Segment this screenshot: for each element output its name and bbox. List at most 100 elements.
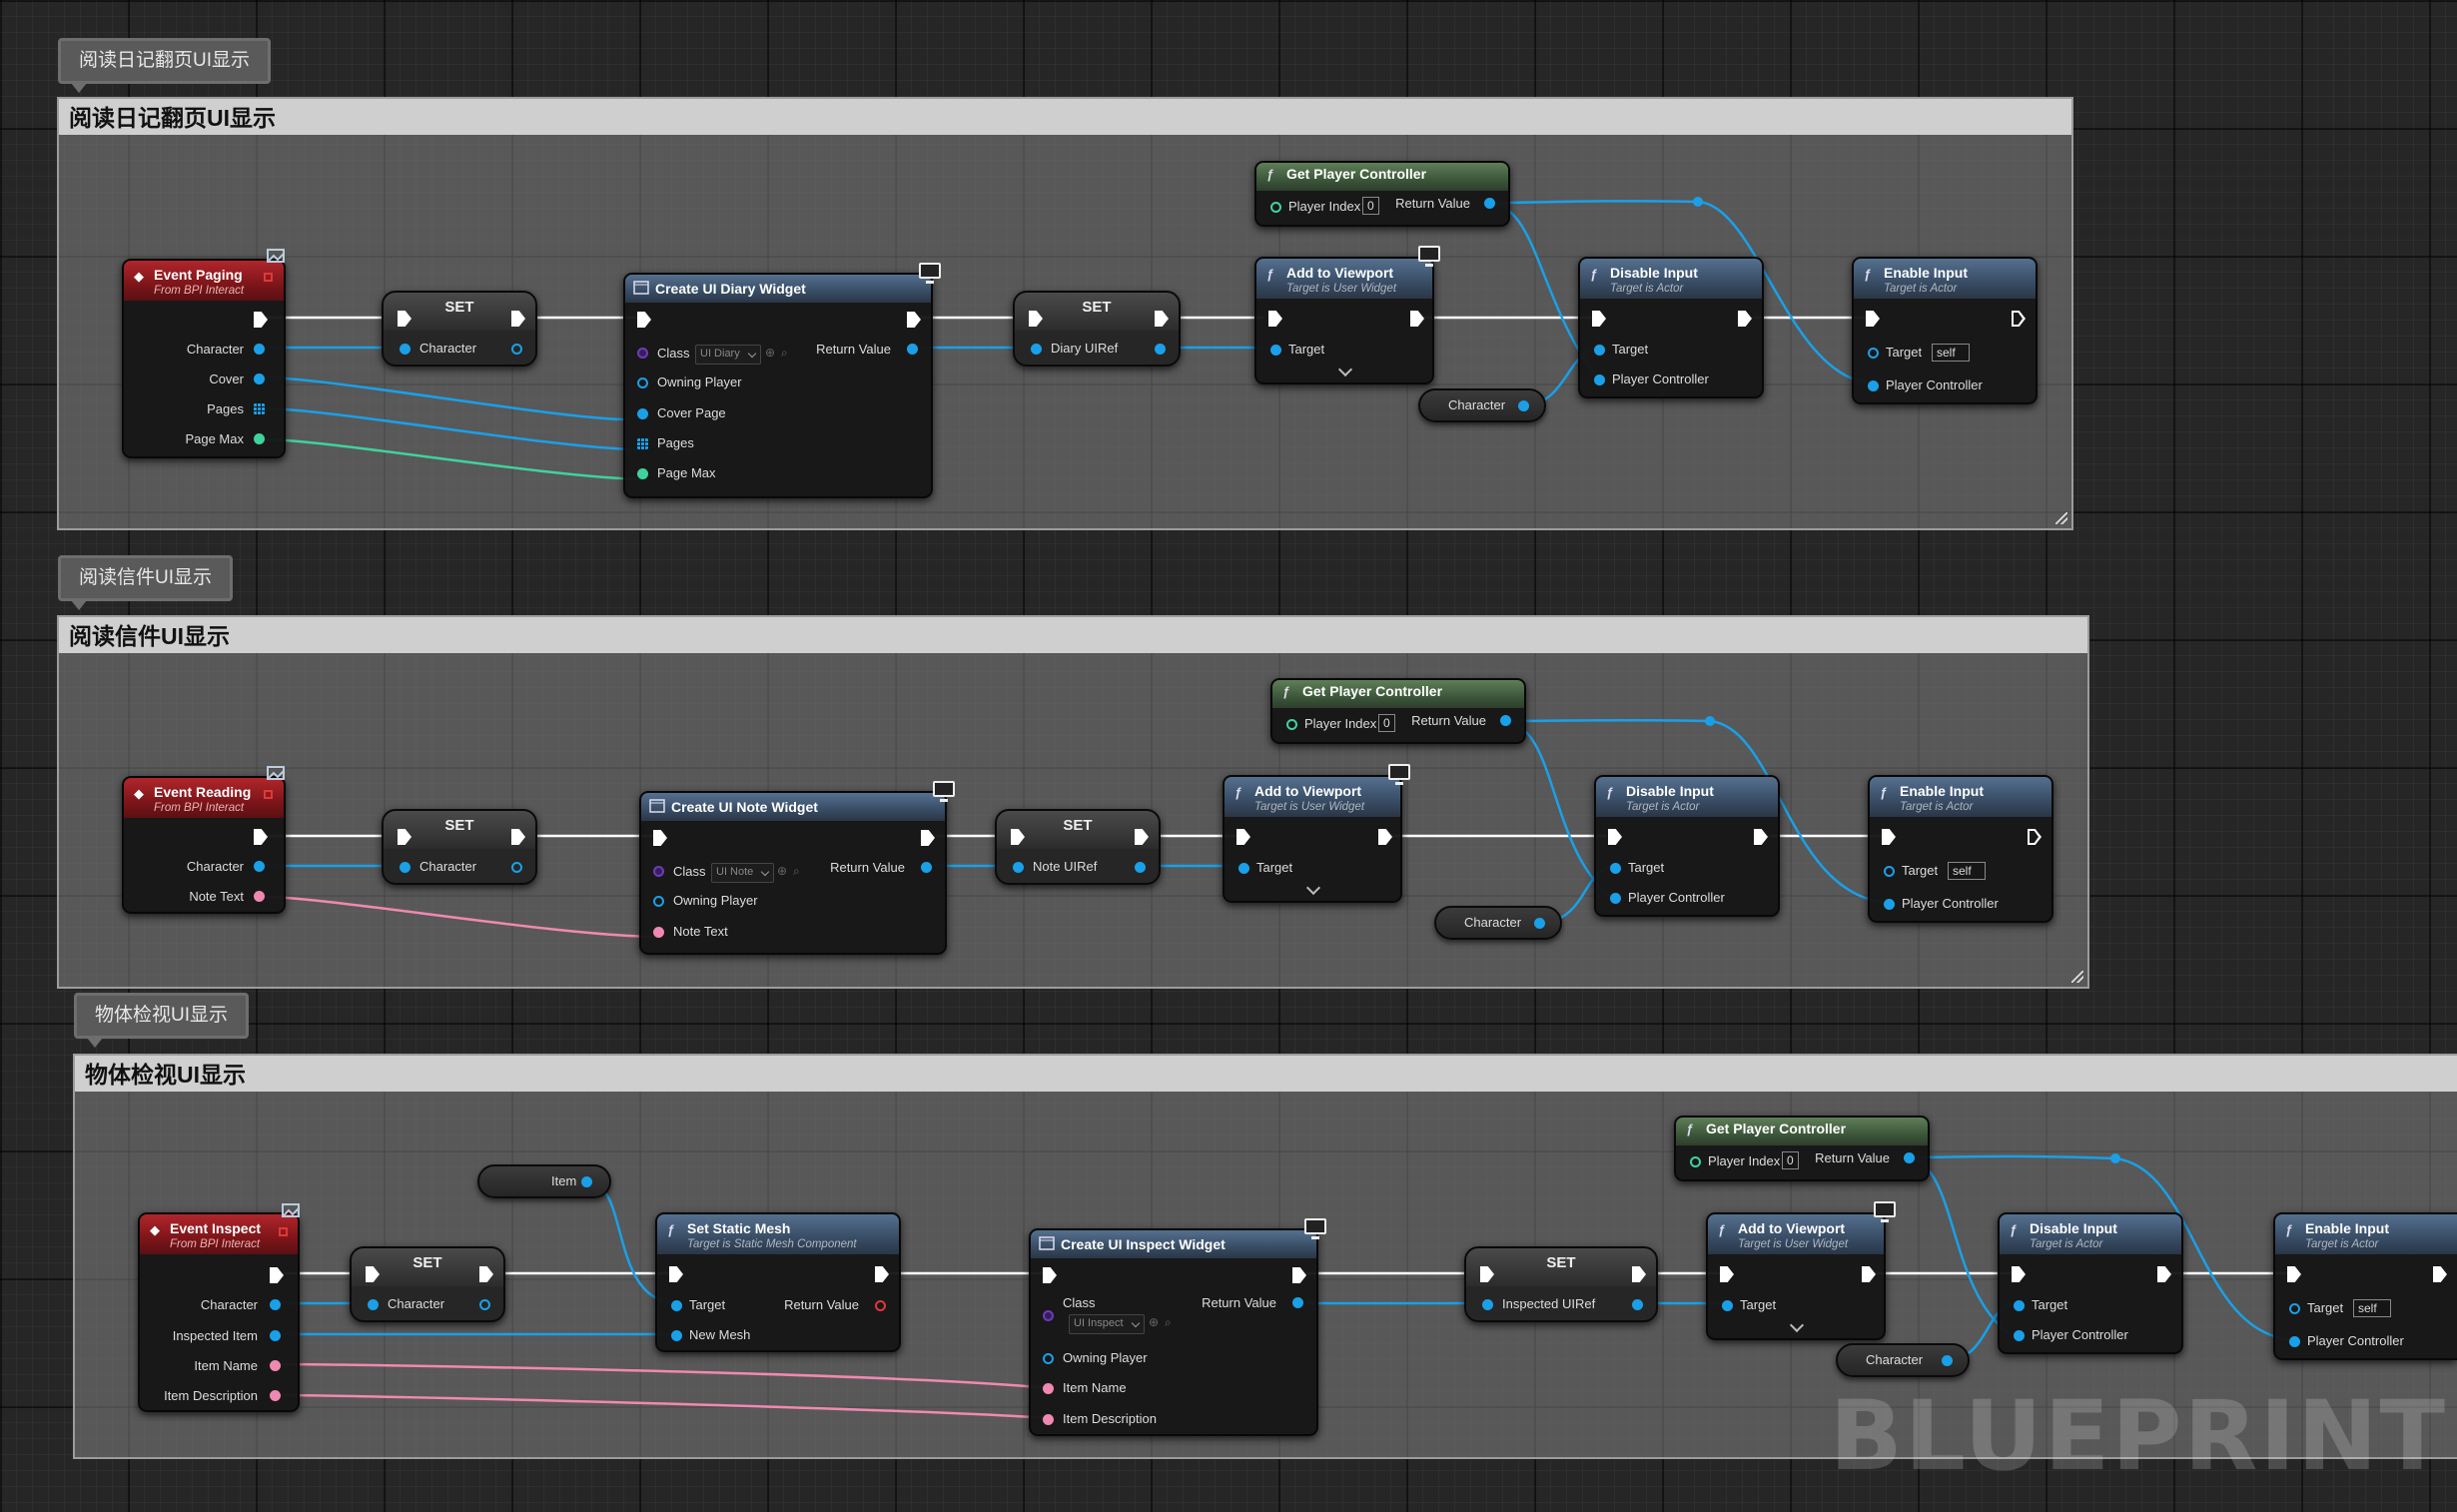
class-pin[interactable]	[1043, 1310, 1054, 1321]
exec-in-pin[interactable]	[366, 1266, 380, 1282]
exec-out-pin[interactable]	[1378, 829, 1392, 845]
exec-in-pin[interactable]	[1029, 311, 1043, 327]
cover-out-pin[interactable]	[254, 374, 265, 384]
player-index-pin[interactable]	[1690, 1156, 1701, 1167]
chevron-down-icon[interactable]	[1789, 1317, 1805, 1333]
disable-input-node[interactable]: ƒ Disable Input Target is Actor Target P…	[1578, 257, 1764, 398]
exec-out-pin[interactable]	[254, 312, 268, 328]
inspected-uiref-in-pin[interactable]	[1482, 1299, 1493, 1310]
target-pin[interactable]	[671, 1300, 682, 1311]
exec-out-pin[interactable]	[1632, 1266, 1646, 1282]
get-player-controller-node[interactable]: ƒ Get Player Controller Player Index 0 R…	[1674, 1116, 1930, 1181]
exec-out-pin[interactable]	[2157, 1266, 2171, 1282]
get-character-node[interactable]: Character	[1836, 1343, 1970, 1377]
set-diary-uiref-node[interactable]: SET Diary UIRef	[1013, 291, 1181, 367]
exec-in-pin[interactable]	[2287, 1266, 2301, 1282]
enable-input-node[interactable]: ƒ Enable Input Target is Actor Target se…	[1852, 257, 2038, 404]
exec-out-pin[interactable]	[1862, 1266, 1876, 1282]
exec-in-pin[interactable]	[1592, 311, 1606, 327]
get-player-controller-node[interactable]: ƒ Get Player Controller Player Index 0 R…	[1254, 161, 1510, 227]
exec-out-pin[interactable]	[907, 312, 921, 328]
character-out-pin[interactable]	[270, 1299, 281, 1310]
exec-in-pin[interactable]	[398, 311, 411, 327]
use-selected-icon[interactable]: ⊕	[765, 346, 776, 360]
class-select[interactable]: UI Inspect	[1069, 1314, 1145, 1334]
target-self-field[interactable]: self	[1948, 862, 1986, 880]
exec-in-pin[interactable]	[1866, 311, 1880, 327]
magnifier-icon[interactable]: ⌕	[1165, 1315, 1172, 1329]
target-pin[interactable]	[1270, 345, 1281, 356]
add-to-viewport-node[interactable]: ƒ Add to Viewport Target is User Widget …	[1223, 775, 1402, 903]
exec-out-pin[interactable]	[1738, 311, 1752, 327]
return-value-pin[interactable]	[1500, 715, 1511, 726]
use-selected-icon[interactable]: ⊕	[1149, 1315, 1160, 1329]
page-max-pin[interactable]	[637, 468, 648, 479]
exec-out-pin[interactable]	[2433, 1266, 2447, 1282]
player-index-field[interactable]: 0	[1378, 714, 1395, 732]
comment-header-note[interactable]: 阅读信件UI显示	[59, 617, 2087, 653]
set-character-node[interactable]: SET Character	[350, 1246, 505, 1322]
target-pin[interactable]	[2289, 1303, 2300, 1314]
exec-out-pin[interactable]	[511, 311, 525, 327]
add-to-viewport-node[interactable]: ƒ Add to Viewport Target is User Widget …	[1254, 257, 1434, 384]
page-max-out-pin[interactable]	[254, 433, 265, 444]
use-selected-icon[interactable]: ⊕	[777, 864, 788, 878]
target-pin[interactable]	[1884, 866, 1895, 877]
target-pin[interactable]	[1610, 863, 1621, 874]
exec-in-pin[interactable]	[1882, 829, 1896, 845]
player-controller-pin[interactable]	[1868, 380, 1879, 391]
target-pin[interactable]	[1238, 863, 1249, 874]
create-note-widget-node[interactable]: Create UI Note Widget Class UI Note ⊕ ⌕ …	[639, 791, 947, 955]
create-inspect-widget-node[interactable]: Create UI Inspect Widget Class UI Inspec…	[1029, 1228, 1318, 1436]
set-character-node[interactable]: SET Character	[382, 809, 537, 885]
disable-input-node[interactable]: ƒ Disable Input Target is Actor Target P…	[1594, 775, 1780, 917]
exec-out-pin[interactable]	[479, 1266, 493, 1282]
class-pin[interactable]	[637, 348, 648, 359]
add-to-viewport-node[interactable]: ƒ Add to Viewport Target is User Widget …	[1706, 1212, 1886, 1340]
exec-out-pin[interactable]	[2028, 829, 2042, 845]
comment-bubble-diary[interactable]: 阅读日记翻页UI显示	[58, 38, 272, 93]
resize-grip[interactable]	[2055, 512, 2067, 524]
enable-input-node[interactable]: ƒ Enable Input Target is Actor Target se…	[2273, 1212, 2457, 1360]
return-value-pin[interactable]	[875, 1300, 886, 1311]
magnifier-icon[interactable]: ⌕	[781, 346, 788, 360]
comment-header-diary[interactable]: 阅读日记翻页UI显示	[59, 99, 2071, 135]
set-character-node[interactable]: SET Character	[382, 291, 537, 367]
target-self-field[interactable]: self	[2353, 1299, 2391, 1317]
exec-in-pin[interactable]	[398, 829, 411, 845]
character-in-pin[interactable]	[368, 1299, 379, 1310]
disable-input-node[interactable]: ƒ Disable Input Target is Actor Target P…	[1998, 1212, 2183, 1354]
character-out-pin[interactable]	[479, 1299, 490, 1310]
item-getter-pin[interactable]	[581, 1176, 592, 1187]
character-in-pin[interactable]	[400, 862, 410, 873]
inspected-item-out-pin[interactable]	[270, 1330, 281, 1341]
pages-array-out-pin[interactable]	[254, 403, 265, 414]
exec-in-pin[interactable]	[1268, 311, 1282, 327]
exec-out-pin[interactable]	[921, 830, 935, 846]
exec-out-pin[interactable]	[1155, 311, 1169, 327]
class-select[interactable]: UI Diary	[695, 345, 761, 365]
player-controller-pin[interactable]	[2289, 1336, 2300, 1347]
character-out-pin[interactable]	[254, 861, 265, 872]
player-index-field[interactable]: 0	[1362, 197, 1379, 215]
create-diary-widget-node[interactable]: Create UI Diary Widget Class UI Diary ⊕ …	[623, 273, 933, 498]
cover-page-pin[interactable]	[637, 408, 648, 419]
new-mesh-pin[interactable]	[671, 1330, 682, 1341]
note-uiref-out-pin[interactable]	[1135, 862, 1146, 873]
character-getter-pin[interactable]	[1942, 1355, 1953, 1366]
set-static-mesh-node[interactable]: ƒ Set Static Mesh Target is Static Mesh …	[655, 1212, 901, 1352]
item-description-out-pin[interactable]	[270, 1390, 281, 1401]
target-pin[interactable]	[2014, 1300, 2025, 1311]
target-pin[interactable]	[1722, 1300, 1733, 1311]
note-uiref-in-pin[interactable]	[1013, 862, 1024, 873]
exec-out-pin[interactable]	[1292, 1267, 1306, 1283]
chevron-down-icon[interactable]	[1305, 880, 1321, 896]
character-out-pin[interactable]	[254, 344, 265, 355]
exec-in-pin[interactable]	[1043, 1267, 1057, 1283]
class-pin[interactable]	[653, 866, 664, 877]
return-value-pin[interactable]	[1904, 1152, 1915, 1163]
item-description-pin[interactable]	[1043, 1414, 1054, 1425]
chevron-down-icon[interactable]	[1337, 362, 1353, 378]
pages-array-pin[interactable]	[637, 438, 648, 449]
return-value-pin[interactable]	[1484, 198, 1495, 209]
